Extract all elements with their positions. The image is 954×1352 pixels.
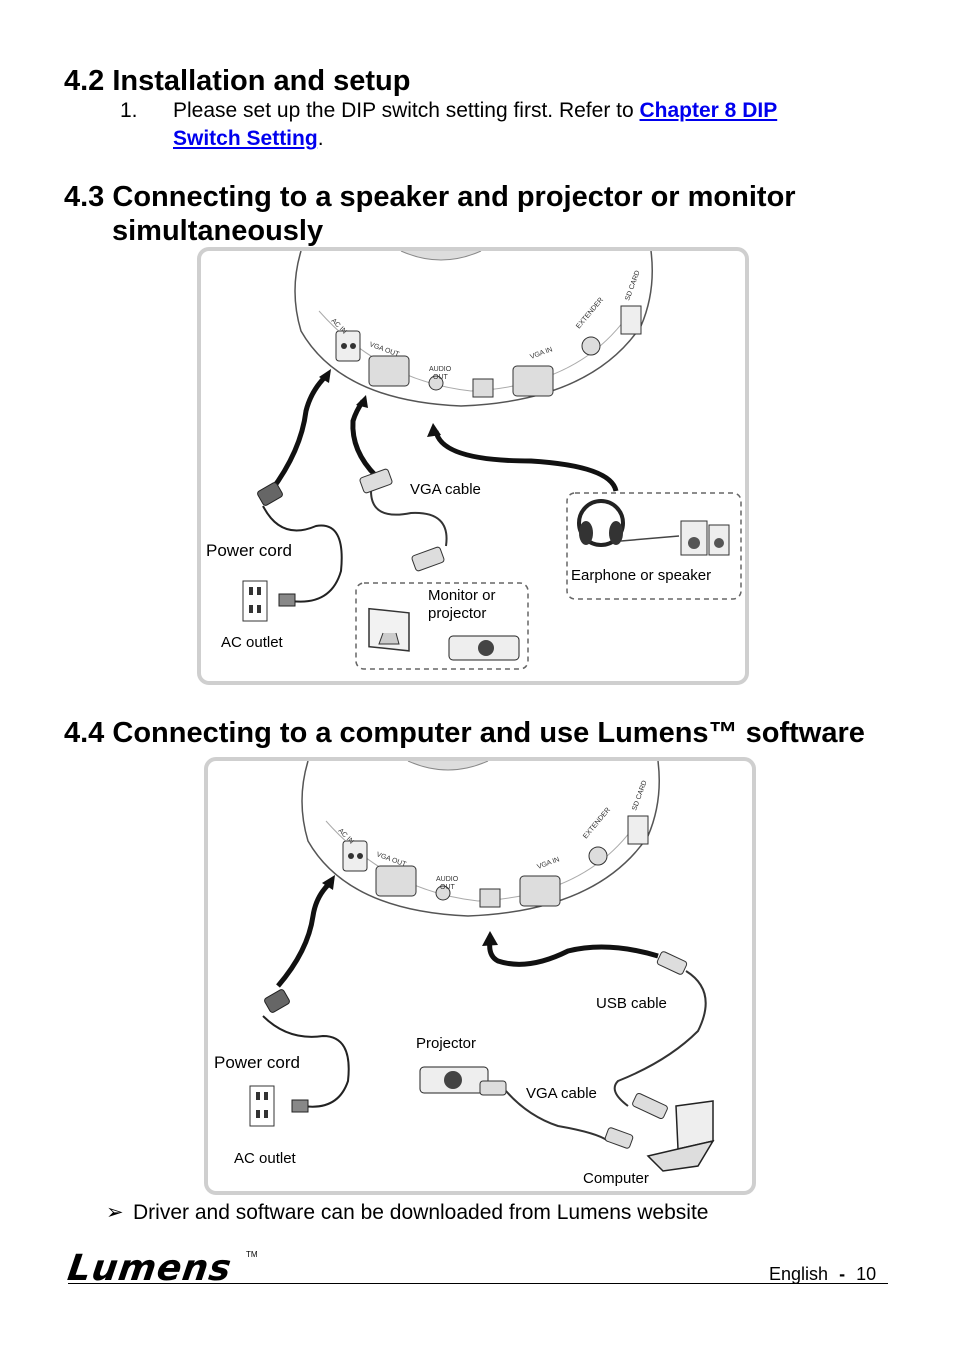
step-text-content: Please set up the DIP switch setting fir…	[173, 99, 640, 122]
port-label-audio-2: AUDIO	[436, 876, 459, 883]
chapter-8-link-part2[interactable]: Switch Setting	[173, 127, 318, 150]
footer-language: English	[769, 1264, 829, 1284]
label-power-cord-2: Power cord	[214, 1053, 300, 1072]
logo-trademark: TM	[246, 1250, 258, 1259]
port-label-out: OUT	[433, 374, 449, 381]
label-usb-cable: USB cable	[596, 995, 667, 1012]
vga-arrow	[350, 399, 378, 478]
section-heading-speaker-projector-line2: simultaneously	[112, 215, 324, 247]
page-number: 10	[856, 1264, 877, 1284]
chapter-8-link-part1[interactable]: Chapter 8 DIP	[639, 99, 778, 122]
label-vga-cable-2: VGA cable	[526, 1085, 597, 1102]
audio-out-port	[428, 375, 444, 391]
vga-cable-connector-top	[359, 468, 393, 494]
step-period: .	[317, 127, 324, 150]
ac-in-port	[335, 330, 361, 362]
section-heading-computer-software: 4.4 Connecting to a computer and use Lum…	[64, 717, 865, 749]
device-illustration-1: AC IN VGA OUT AUDIO OUT VGA IN EXTENDER …	[242, 251, 742, 670]
port-label-out-2: OUT	[440, 884, 456, 891]
audio-arrow	[433, 430, 619, 492]
label-computer: Computer	[583, 1170, 649, 1187]
device-illustration-2: AC IN VGA OUT AUDIO OUT VGA IN EXTENDER …	[249, 761, 715, 1172]
diagram-computer-software: AC IN VGA OUT AUDIO OUT VGA IN EXTENDER …	[204, 757, 756, 1195]
ac-outlet-icon	[242, 580, 268, 622]
label-projector: Projector	[416, 1035, 477, 1052]
label-ac-outlet-2: AC outlet	[234, 1150, 296, 1167]
footer-divider	[68, 1283, 888, 1284]
section-heading-speaker-projector: 4.3 Connecting to a speaker and projecto…	[64, 181, 796, 213]
monitor-projector-group	[355, 582, 529, 670]
sd-card-slot	[620, 305, 642, 335]
label-monitor-line2: projector	[428, 605, 487, 622]
vga-cable-connector-bottom	[411, 546, 445, 572]
label-monitor-line1: Monitor or	[428, 587, 496, 604]
usb-port	[472, 378, 494, 398]
monitor-icon	[368, 607, 410, 652]
label-ac-outlet: AC outlet	[221, 634, 283, 651]
driver-download-note: Driver and software can be downloaded fr…	[133, 1201, 709, 1224]
label-power-cord: Power cord	[206, 541, 292, 560]
vga-out-port	[368, 355, 410, 387]
bullet-icon: ➢	[106, 1201, 124, 1224]
vga-in-port	[512, 365, 554, 397]
power-arrow	[268, 374, 328, 493]
label-earphone-speaker: Earphone or speaker	[571, 567, 712, 584]
diagram-speaker-projector: AC IN VGA OUT AUDIO OUT VGA IN EXTENDER …	[197, 247, 749, 685]
footer-separator: -	[839, 1264, 846, 1284]
page-footer-info: English - 10	[769, 1264, 876, 1284]
step-number: 1.	[120, 99, 138, 122]
earphone-speaker-group	[566, 492, 742, 600]
step-text: Please set up the DIP switch setting fir…	[173, 97, 873, 153]
label-vga-cable: VGA cable	[410, 481, 481, 498]
extender-port	[581, 336, 601, 356]
headphone-icon	[577, 499, 625, 547]
port-label-audio: AUDIO	[429, 366, 452, 373]
section-heading-installation: 4.2 Installation and setup	[64, 65, 411, 97]
